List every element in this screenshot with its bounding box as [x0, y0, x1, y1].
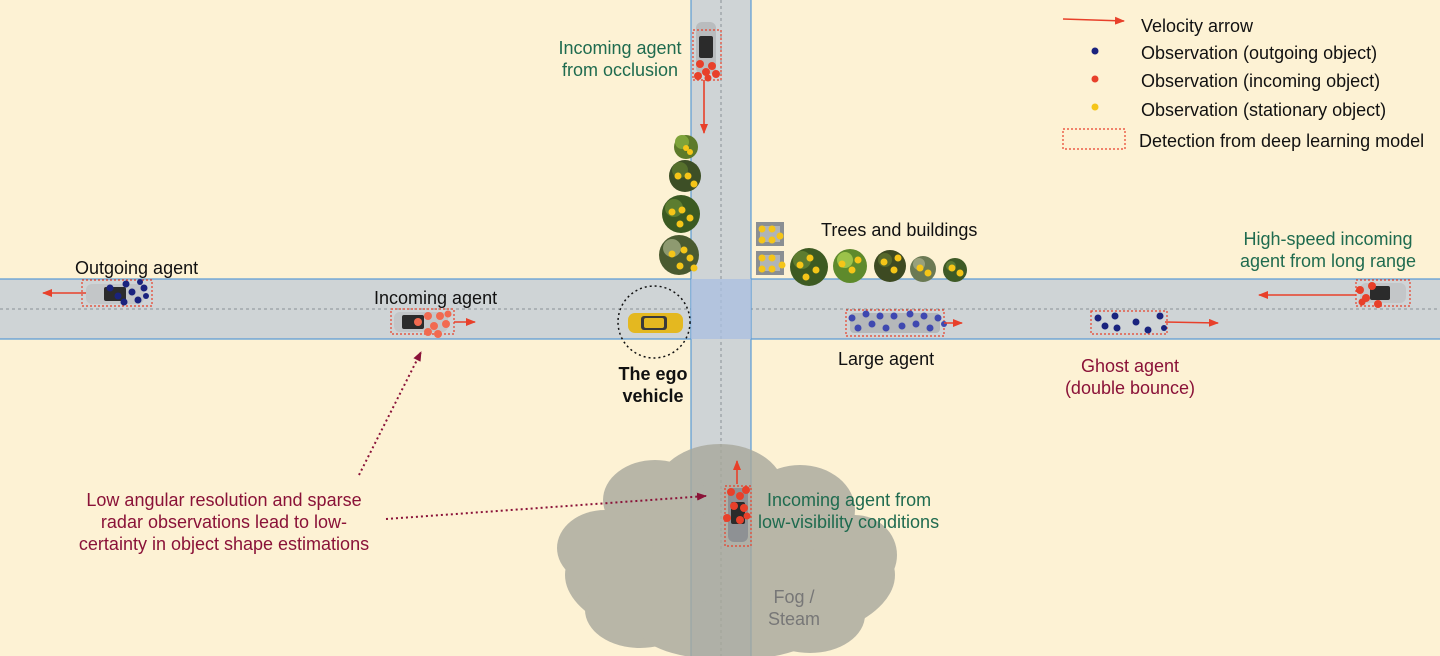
label-ego-line-1: The ego [618, 364, 688, 384]
ghost-agent [1090, 310, 1219, 335]
legend-outgoing-label: Observation (outgoing object) [1141, 43, 1378, 63]
label-fog-steam: Fog / Steam [756, 586, 832, 630]
vehicle-incoming-agent [390, 308, 476, 338]
label-fog-line-1: Fog / [773, 587, 815, 607]
legend-stationary-dot-icon [1091, 103, 1099, 111]
label-fog-line-2: Steam [767, 609, 821, 629]
legend-incoming-label: Observation (incoming object) [1141, 71, 1381, 91]
legend-outgoing-dot-icon [1091, 47, 1099, 55]
fog-cloud [557, 444, 897, 656]
label-low-angular-resolution: Low angular resolution and sparse radar … [56, 489, 392, 555]
label-low-visibility-agent: Incoming agent from low-visibility condi… [758, 489, 939, 533]
stationary-observation-dots-right [758, 225, 964, 281]
vehicle-occlusion-agent [692, 22, 722, 134]
label-ghost-line-1: Ghost agent [1080, 356, 1180, 376]
label-ego-line-2: vehicle [622, 386, 684, 406]
legend-velocity-arrow-icon [1062, 16, 1125, 25]
legend-detection-label: Detection from deep learning model [1139, 131, 1425, 151]
label-occlusion-agent: Incoming agent from occlusion [554, 37, 686, 81]
label-high-speed-agent: High-speed incoming agent from long rang… [1226, 228, 1430, 272]
label-low-visibility-line-1: Incoming agent from [767, 490, 932, 510]
vehicle-low-visibility-agent [723, 460, 752, 547]
vehicle-large-agent [845, 309, 963, 337]
label-ego-vehicle: The ego vehicle [606, 363, 700, 407]
annotation-arrow-to-incoming [358, 351, 422, 476]
legend-incoming-dot-icon [1091, 75, 1099, 83]
label-ghost-line-2: (double bounce) [1064, 378, 1196, 398]
annotation-arrow-to-low-visibility [385, 492, 707, 520]
intersection-square [691, 279, 751, 339]
label-large-agent: Large agent [838, 349, 935, 369]
vehicle-high-speed-agent [1258, 279, 1411, 308]
legend-markers [1062, 16, 1126, 150]
tree-observation-dots-left [668, 145, 698, 272]
vehicle-outgoing-agent [42, 279, 153, 307]
label-high-speed-line-1: High-speed incoming [1243, 229, 1413, 249]
label-low-angular-line-2: radar observations lead to low- [100, 512, 348, 532]
ego-vehicle [617, 285, 691, 359]
label-incoming-agent: Incoming agent [374, 288, 498, 308]
legend-stationary-label: Observation (stationary object) [1141, 100, 1387, 120]
label-trees-buildings: Trees and buildings [821, 220, 978, 240]
label-outgoing-agent: Outgoing agent [75, 258, 199, 278]
label-occlusion-line-1: Incoming agent [558, 38, 682, 58]
label-low-angular-line-3: certainty in object shape estimations [78, 534, 370, 554]
label-high-speed-line-2: agent from long range [1239, 251, 1417, 271]
label-occlusion-line-2: from occlusion [561, 60, 679, 80]
label-low-angular-line-1: Low angular resolution and sparse [86, 490, 362, 510]
legend-velocity-arrow-label: Velocity arrow [1141, 16, 1254, 36]
label-low-visibility-line-2: low-visibility conditions [758, 512, 940, 532]
legend-detection-box-icon [1062, 128, 1126, 150]
label-ghost-agent: Ghost agent (double bounce) [1056, 355, 1204, 399]
